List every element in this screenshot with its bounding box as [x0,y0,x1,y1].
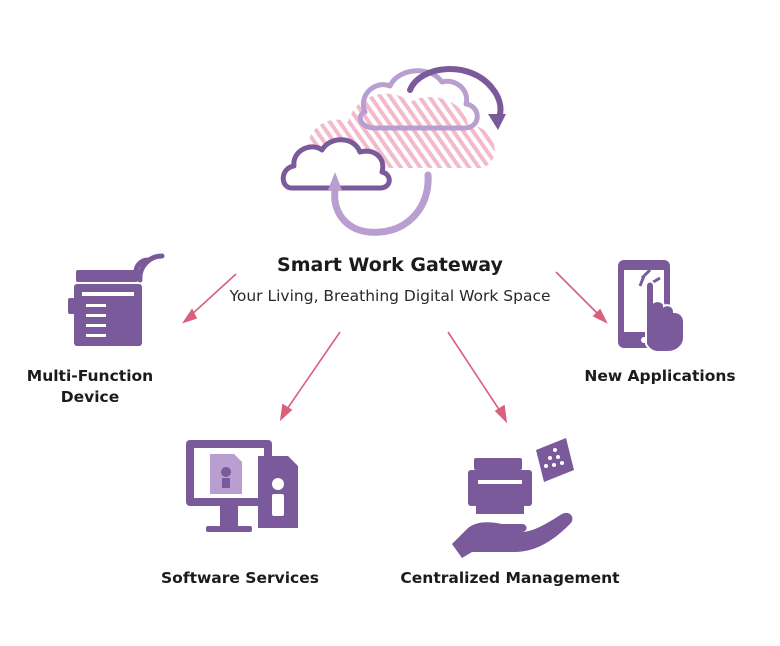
diagram-subtitle: Your Living, Breathing Digital Work Spac… [229,287,551,305]
arrow-to-multi-function-device [189,273,237,317]
arrow-to-centralized-management [447,331,503,415]
printer-wifi-icon [68,253,165,346]
software-services-label: Software Services [161,569,319,587]
arrow-to-new-applications [555,271,601,317]
centralized-management-label: Centralized Management [400,569,620,587]
new-applications-label: New Applications [584,367,736,385]
multi-function-device-label-line1: Multi-Function [26,367,154,385]
tablet-touch-icon [618,260,685,353]
diagram-title: Smart Work Gateway [277,254,503,276]
multi-function-device-label-line2: Device [60,388,120,406]
monitor-documents-icon [186,440,298,532]
multi-function-device-label: Multi-Function Device [20,366,160,408]
cloud-sync-icon [280,66,506,236]
arrow-to-software-services [284,331,341,413]
hand-printer-icon [452,438,574,558]
